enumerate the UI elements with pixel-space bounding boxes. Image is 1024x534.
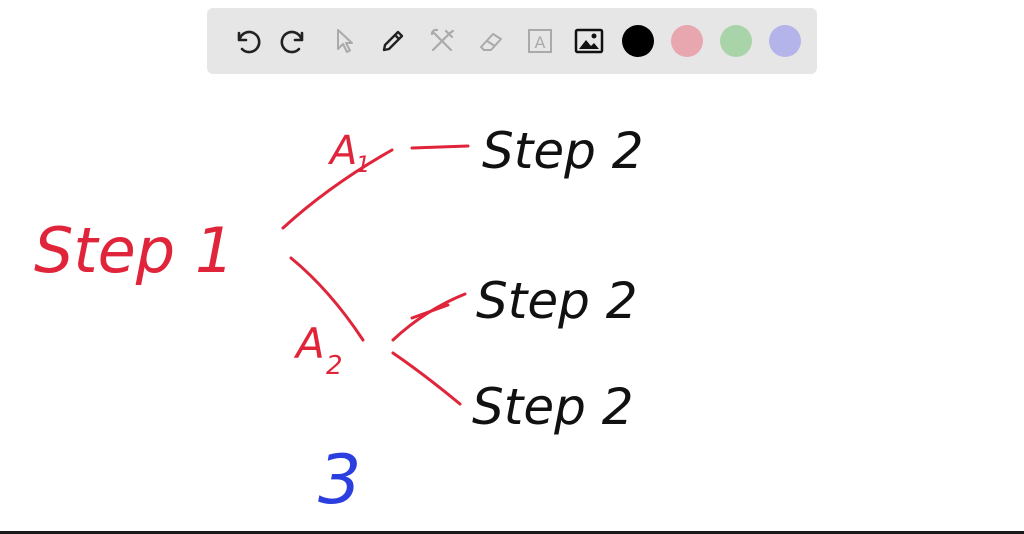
color-purple[interactable] bbox=[760, 16, 809, 66]
text-icon: A bbox=[527, 29, 552, 53]
select-icon bbox=[336, 29, 353, 53]
color-black[interactable] bbox=[613, 16, 662, 66]
undo-button[interactable] bbox=[221, 16, 270, 66]
select-button[interactable] bbox=[319, 16, 368, 66]
label-a2-sub: 2 bbox=[326, 351, 343, 381]
pen-icon bbox=[382, 30, 403, 52]
pen-button[interactable] bbox=[368, 16, 417, 66]
branch-line-step2-mid bbox=[391, 292, 467, 342]
color-swatch-black bbox=[621, 25, 654, 57]
bottom-border bbox=[0, 531, 1024, 534]
label-a1-sub: 1 bbox=[356, 153, 370, 178]
color-swatch-pink bbox=[670, 25, 703, 57]
color-green[interactable] bbox=[711, 16, 760, 66]
tools-icon bbox=[430, 28, 454, 52]
label-step-1: Step 1 bbox=[34, 214, 234, 287]
text-icon-glyph: A bbox=[534, 33, 545, 52]
connector-a1-step2 bbox=[410, 144, 470, 150]
undo-icon bbox=[237, 30, 260, 54]
label-number-3: 3 bbox=[318, 441, 361, 520]
color-swatch-green bbox=[719, 25, 752, 57]
text-button[interactable]: A bbox=[515, 16, 564, 66]
branch-line-step2-mid-2 bbox=[410, 303, 450, 320]
tools-button[interactable] bbox=[417, 16, 466, 66]
eraser-icon bbox=[479, 33, 502, 51]
eraser-button[interactable] bbox=[466, 16, 515, 66]
label-a2: A bbox=[293, 319, 325, 368]
branch-line-step2-bot bbox=[391, 351, 462, 406]
label-step2-mid: Step 2 bbox=[476, 272, 638, 330]
branch-line-a2 bbox=[289, 256, 365, 342]
color-pink[interactable] bbox=[662, 16, 711, 66]
image-icon bbox=[574, 28, 603, 54]
label-a1: A bbox=[327, 128, 357, 174]
drawing-toolbar: A bbox=[207, 8, 817, 74]
redo-icon bbox=[280, 30, 303, 54]
label-step2-top: Step 2 bbox=[482, 122, 644, 180]
branch-line-a1 bbox=[281, 148, 394, 230]
image-button[interactable] bbox=[564, 16, 613, 66]
redo-button[interactable] bbox=[270, 16, 319, 66]
label-step2-bot: Step 2 bbox=[472, 378, 634, 436]
color-swatch-purple bbox=[768, 25, 801, 57]
